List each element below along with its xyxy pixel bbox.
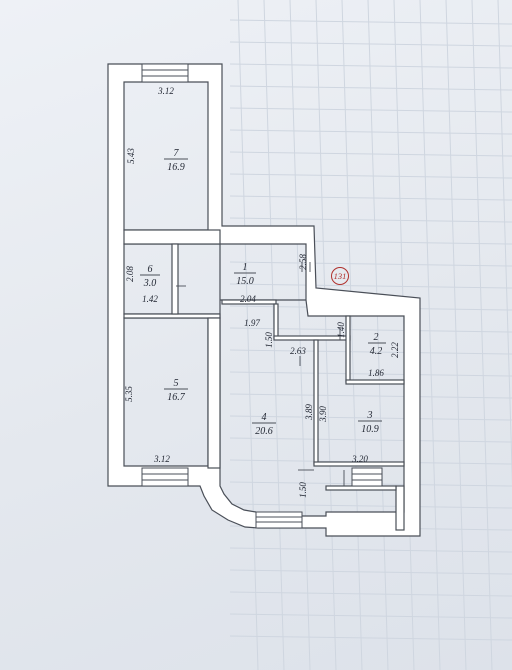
grid-line: [229, 85, 512, 91]
dim-corridor-width: 2.04: [240, 294, 256, 304]
grid-line: [289, 0, 311, 670]
grid-line: [229, 63, 512, 69]
grid-line: [419, 0, 441, 670]
room-5-label: 5 16.7: [164, 378, 188, 403]
grid-line: [229, 217, 512, 223]
dim-step-width: 2.63: [290, 346, 306, 356]
dim-corridor-height: 2.58: [298, 254, 308, 270]
room-4-area: 20.6: [255, 426, 273, 437]
room-1-number: 1: [243, 262, 248, 273]
background-grid: [229, 0, 512, 670]
grid-line: [229, 503, 512, 509]
interior-walls: [123, 229, 405, 531]
grid-line: [471, 0, 493, 670]
dim-room7-length: 5.43: [126, 148, 136, 164]
grid-line: [229, 437, 512, 443]
stamp-number: 131: [334, 271, 347, 281]
grid-line: [445, 0, 467, 670]
room-2-number: 2: [374, 332, 379, 343]
grid-line: [229, 569, 512, 575]
grid-line: [229, 591, 512, 597]
window-bottom: [141, 467, 189, 487]
room-3-area: 10.9: [361, 424, 379, 435]
grid-line: [229, 415, 512, 421]
grid-line: [367, 0, 389, 670]
grid-line: [315, 0, 337, 670]
stamp: 131: [331, 267, 349, 285]
room-4-number: 4: [262, 412, 267, 423]
window-right-vestibule: [351, 467, 383, 487]
window-top: [141, 63, 189, 83]
dim-room7-width: 3.12: [157, 86, 174, 96]
dim-room5-length: 5.35: [124, 386, 134, 402]
grid-line: [229, 129, 512, 135]
dim-room5-width: 3.12: [153, 454, 170, 464]
dim-step-height: 1.50: [264, 332, 274, 348]
grid-line: [229, 349, 512, 355]
room-7-number: 7: [174, 148, 180, 159]
dim-room2-height: 1.40: [336, 322, 346, 338]
grid-line: [229, 151, 512, 157]
grid-line: [229, 283, 512, 289]
room-1-label: 1 15.0: [234, 262, 256, 287]
grid-line: [341, 0, 363, 670]
room-7-area: 16.9: [167, 162, 185, 173]
dim-room2-width: 1.86: [368, 368, 384, 378]
room-1-area: 15.0: [236, 276, 254, 287]
grid-line: [229, 635, 512, 641]
grid-line: [229, 107, 512, 113]
room-7-label: 7 16.9: [164, 148, 188, 173]
dim-room3-width: 3.20: [351, 454, 368, 464]
room-5-area: 16.7: [167, 392, 186, 403]
grid-line: [229, 195, 512, 201]
room-5-number: 5: [174, 378, 179, 389]
dim-room2-right: 2.22: [390, 342, 400, 358]
grid-line: [229, 613, 512, 619]
grid-line: [497, 0, 512, 486]
room-2-label: 2 4.2: [368, 332, 386, 357]
room-4-label: 4 20.6: [252, 412, 276, 437]
grid-line: [237, 0, 259, 670]
grid-line: [229, 327, 512, 333]
grid-line: [229, 41, 512, 47]
dim-room4-height: 3.89: [304, 404, 314, 421]
grid-line: [229, 173, 512, 179]
room-6-label: 6 3.0: [140, 264, 160, 289]
dim-room6-width: 1.42: [142, 294, 158, 304]
room-3-label: 3 10.9: [358, 410, 382, 435]
window-bay: [255, 511, 303, 529]
dim-room6-height: 2.08: [125, 266, 135, 282]
dim-room3-height: 3.90: [318, 406, 328, 423]
door-marks: [176, 262, 345, 486]
dim-bay-height: 1.50: [298, 482, 308, 498]
room-2-area: 4.2: [370, 346, 383, 357]
room-3-number: 3: [367, 410, 373, 421]
grid-line: [229, 261, 512, 267]
room-6-area: 3.0: [143, 278, 157, 289]
grid-line: [229, 547, 512, 553]
room-6-number: 6: [148, 264, 153, 275]
grid-line: [229, 19, 512, 25]
dim-room4-top: 1.97: [244, 318, 260, 328]
grid-line: [229, 393, 512, 399]
grid-line: [229, 371, 512, 377]
